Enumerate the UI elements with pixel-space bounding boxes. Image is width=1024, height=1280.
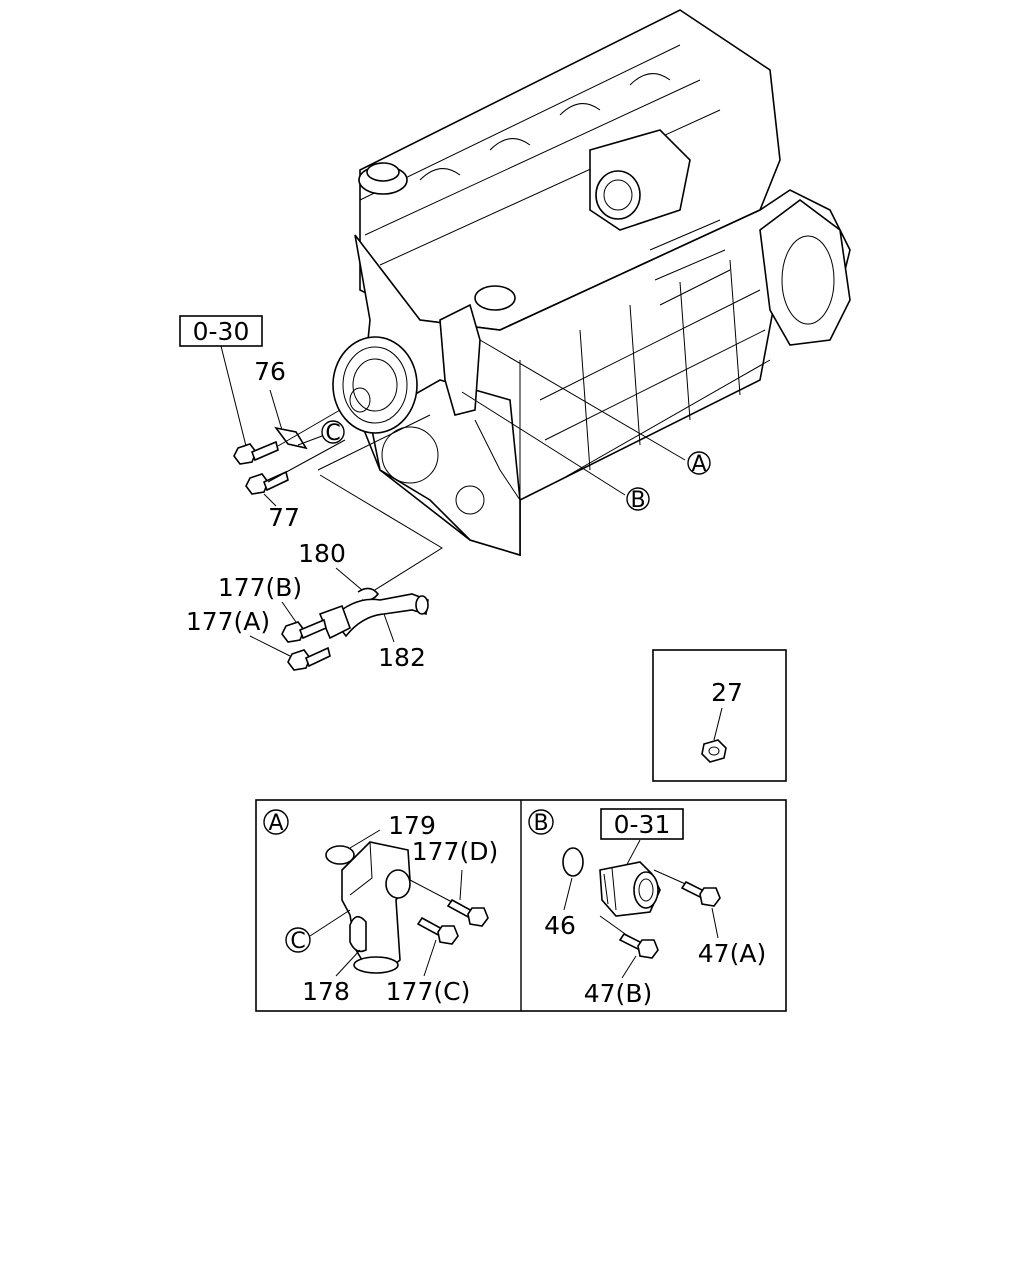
svg-text:B: B — [533, 811, 548, 836]
part-label-46: 46 — [544, 911, 576, 940]
svg-text:B: B — [630, 488, 645, 513]
part-label-177c: 177(C) — [386, 977, 471, 1006]
bolt-icon — [245, 470, 289, 495]
hose-clamp-icon — [357, 587, 380, 602]
detail-panel-a: A 179 177(D) C 178 177(C) — [263, 809, 498, 1006]
part-label-47b: 47(B) — [584, 979, 652, 1008]
ref-box-0-31[interactable]: 0-31 — [600, 808, 684, 840]
bolt-icon — [233, 440, 279, 465]
part-label-77: 77 — [268, 503, 300, 532]
ref-box-0-30[interactable]: 0-30 — [179, 315, 263, 347]
svg-text:C: C — [290, 929, 305, 954]
svg-text:A: A — [691, 452, 706, 477]
callout-c-engine[interactable]: C — [321, 420, 345, 446]
callout-a-engine[interactable]: A — [687, 451, 711, 477]
bolt-icon — [618, 932, 659, 959]
part-label-27: 27 — [711, 678, 743, 707]
detail-panel-b: B 0-31 46 47(A) 47(B) — [528, 808, 766, 1008]
part-label-47a: 47(A) — [698, 939, 766, 968]
o-ring-icon — [562, 847, 584, 877]
bolt-icon — [416, 916, 459, 945]
thermostat-housing-icon — [341, 841, 411, 974]
callout-a-detail[interactable]: A — [263, 809, 289, 836]
svg-text:A: A — [268, 811, 283, 836]
svg-text:C: C — [325, 421, 340, 446]
nut-icon — [701, 739, 727, 763]
ref-label-0-30: 0-30 — [193, 317, 250, 346]
engine-assembly — [332, 9, 851, 557]
callout-b-detail[interactable]: B — [528, 809, 554, 836]
part-label-177b: 177(B) — [218, 573, 302, 602]
bolt-icon — [287, 646, 331, 671]
hose-icon — [318, 593, 429, 640]
part-label-76: 76 — [254, 357, 286, 386]
ref-label-0-31: 0-31 — [614, 810, 671, 839]
bolt-icon — [446, 898, 489, 927]
o-ring-icon — [325, 845, 355, 865]
part-label-180: 180 — [298, 539, 346, 568]
part-label-178: 178 — [302, 977, 350, 1006]
bolt-icon — [680, 880, 721, 907]
part-label-177a: 177(A) — [186, 607, 270, 636]
part-label-179: 179 — [388, 811, 436, 840]
callout-b-engine[interactable]: B — [626, 487, 650, 513]
nut-panel: 27 — [652, 649, 787, 782]
part-label-177d: 177(D) — [412, 837, 498, 866]
bolt-icon — [281, 618, 327, 643]
callout-c-detail[interactable]: C — [285, 927, 311, 954]
outlet-pipe-icon — [599, 861, 661, 917]
part-label-182: 182 — [378, 643, 426, 672]
